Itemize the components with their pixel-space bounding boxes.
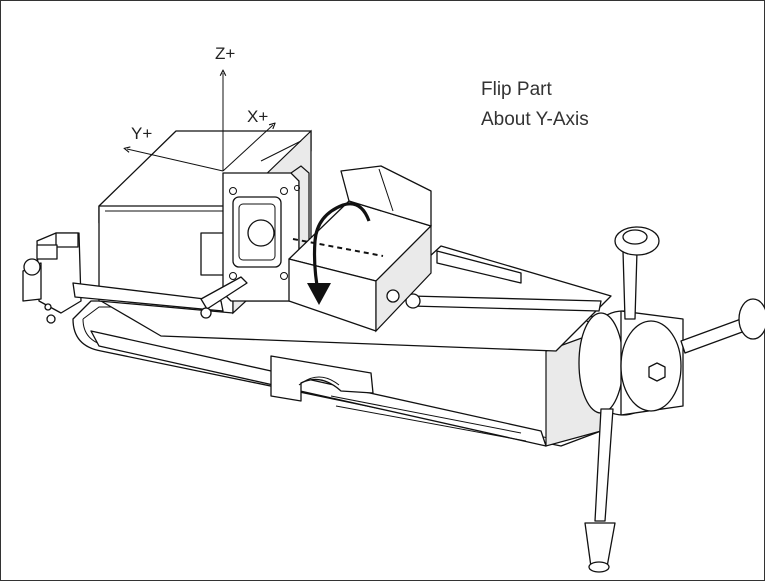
coordinate-axes [127, 73, 273, 172]
flip-rotation-arrow [307, 202, 371, 305]
workpiece-plate [222, 165, 310, 302]
handwheel [578, 226, 765, 573]
x-axis-line [222, 125, 273, 172]
flip-note-line2: About Y-Axis [481, 109, 589, 130]
x-axis-label: X+ [247, 107, 268, 126]
z-axis-label: Z+ [215, 44, 235, 63]
y-axis-line [127, 149, 224, 172]
movable-jaw [288, 165, 432, 333]
side-clamp [22, 232, 248, 324]
flip-note-line1: Flip Part [481, 79, 552, 100]
y-axis-label: Y+ [131, 124, 152, 143]
